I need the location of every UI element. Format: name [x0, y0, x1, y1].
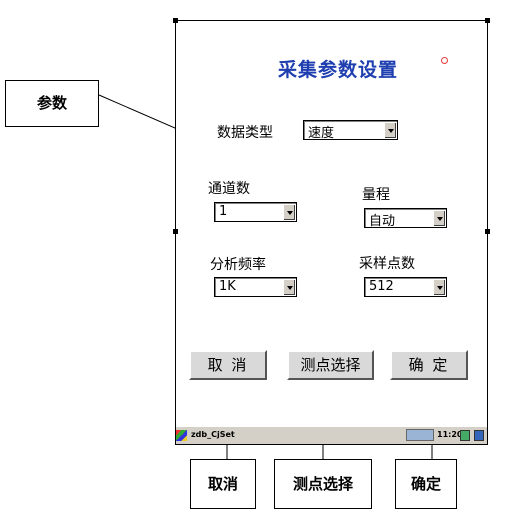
channel-value: 1 — [219, 204, 228, 219]
resize-handle — [173, 18, 178, 23]
cancel-callout: 取消 — [190, 459, 256, 509]
select-points-button[interactable]: 测点选择 — [287, 350, 374, 380]
range-label: 量程 — [362, 187, 390, 203]
ok-button[interactable]: 确 定 — [390, 350, 468, 380]
chevron-down-icon[interactable] — [283, 204, 295, 220]
points-value: 512 — [369, 279, 394, 294]
freq-value: 1K — [219, 279, 236, 294]
points-select[interactable]: 512 — [364, 277, 447, 297]
device-screen — [175, 20, 488, 445]
desktop-icon[interactable] — [460, 430, 470, 441]
params-callout: 参数 — [5, 80, 99, 127]
data-type-select[interactable]: 速度 — [303, 120, 398, 141]
chevron-down-icon[interactable] — [433, 279, 445, 295]
indicator-dot — [441, 57, 448, 64]
keyboard-icon[interactable] — [474, 430, 484, 441]
data-type-label: 数据类型 — [217, 125, 273, 141]
resize-handle — [173, 229, 178, 234]
select-callout: 测点选择 — [274, 459, 372, 509]
data-type-value: 速度 — [308, 126, 335, 141]
resize-handle — [485, 18, 490, 23]
cancel-button[interactable]: 取 消 — [189, 350, 267, 380]
points-label: 采样点数 — [359, 256, 415, 272]
range-select[interactable]: 自动 — [364, 208, 447, 229]
freq-label: 分析频率 — [210, 257, 266, 273]
tray-icons[interactable] — [406, 429, 434, 441]
chevron-down-icon[interactable] — [384, 122, 396, 138]
chevron-down-icon[interactable] — [283, 279, 295, 295]
start-icon[interactable] — [176, 430, 187, 441]
chevron-down-icon[interactable] — [433, 210, 445, 226]
ok-callout: 确定 — [395, 459, 457, 509]
range-value: 自动 — [369, 214, 396, 229]
channel-label: 通道数 — [208, 181, 250, 197]
channel-select[interactable]: 1 — [214, 202, 297, 222]
resize-handle — [485, 229, 490, 234]
taskbar: zdb_CjSet 11:20 — [176, 426, 487, 444]
taskbar-app-label[interactable]: zdb_CjSet — [191, 430, 235, 439]
dialog-title: 采集参数设置 — [278, 59, 399, 81]
taskbar-clock: 11:20 — [437, 430, 463, 439]
freq-select[interactable]: 1K — [214, 277, 297, 297]
